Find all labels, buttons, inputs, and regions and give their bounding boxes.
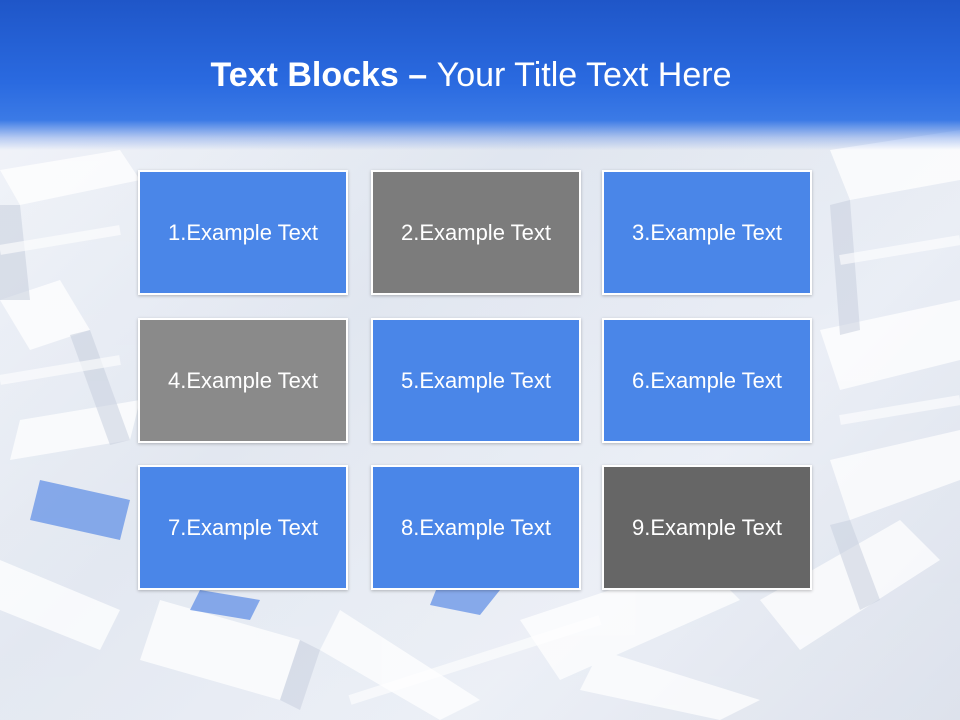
text-block-4[interactable]: 4.Example Text	[138, 318, 348, 443]
text-block-2[interactable]: 2.Example Text	[371, 170, 581, 295]
text-block-8[interactable]: 8.Example Text	[371, 465, 581, 590]
text-block-5[interactable]: 5.Example Text	[371, 318, 581, 443]
slide-title: Text Blocks – Your Title Text Here	[0, 52, 942, 98]
title-bold: Text Blocks	[210, 56, 399, 94]
text-block-6[interactable]: 6.Example Text	[602, 318, 812, 443]
text-block-7[interactable]: 7.Example Text	[138, 465, 348, 590]
title-rest: Your Title Text Here	[436, 56, 732, 94]
text-block-9[interactable]: 9.Example Text	[602, 465, 812, 590]
title-banner	[0, 0, 960, 150]
text-block-3[interactable]: 3.Example Text	[602, 170, 812, 295]
text-block-1[interactable]: 1.Example Text	[138, 170, 348, 295]
text-block-grid: 1.Example Text 2.Example Text 3.Example …	[138, 170, 816, 594]
title-dash: –	[398, 56, 437, 94]
